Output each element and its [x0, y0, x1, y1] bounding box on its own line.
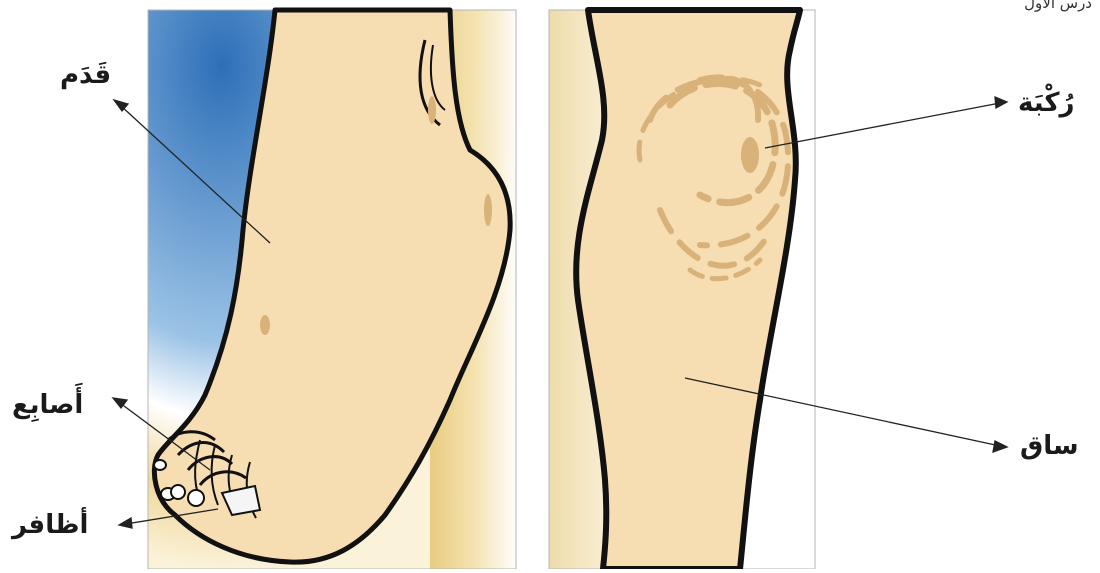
page-header: درس الأول — [1024, 0, 1092, 12]
label-foot: قَدَم — [60, 62, 111, 88]
label-shin: ساق — [1020, 433, 1079, 459]
leg-panel — [549, 10, 815, 569]
label-nails: أظافر — [12, 512, 88, 538]
label-toes: أَصابِع — [12, 392, 83, 418]
label-knee: رُكْبَة — [1018, 90, 1074, 116]
foot-panel — [148, 10, 516, 569]
